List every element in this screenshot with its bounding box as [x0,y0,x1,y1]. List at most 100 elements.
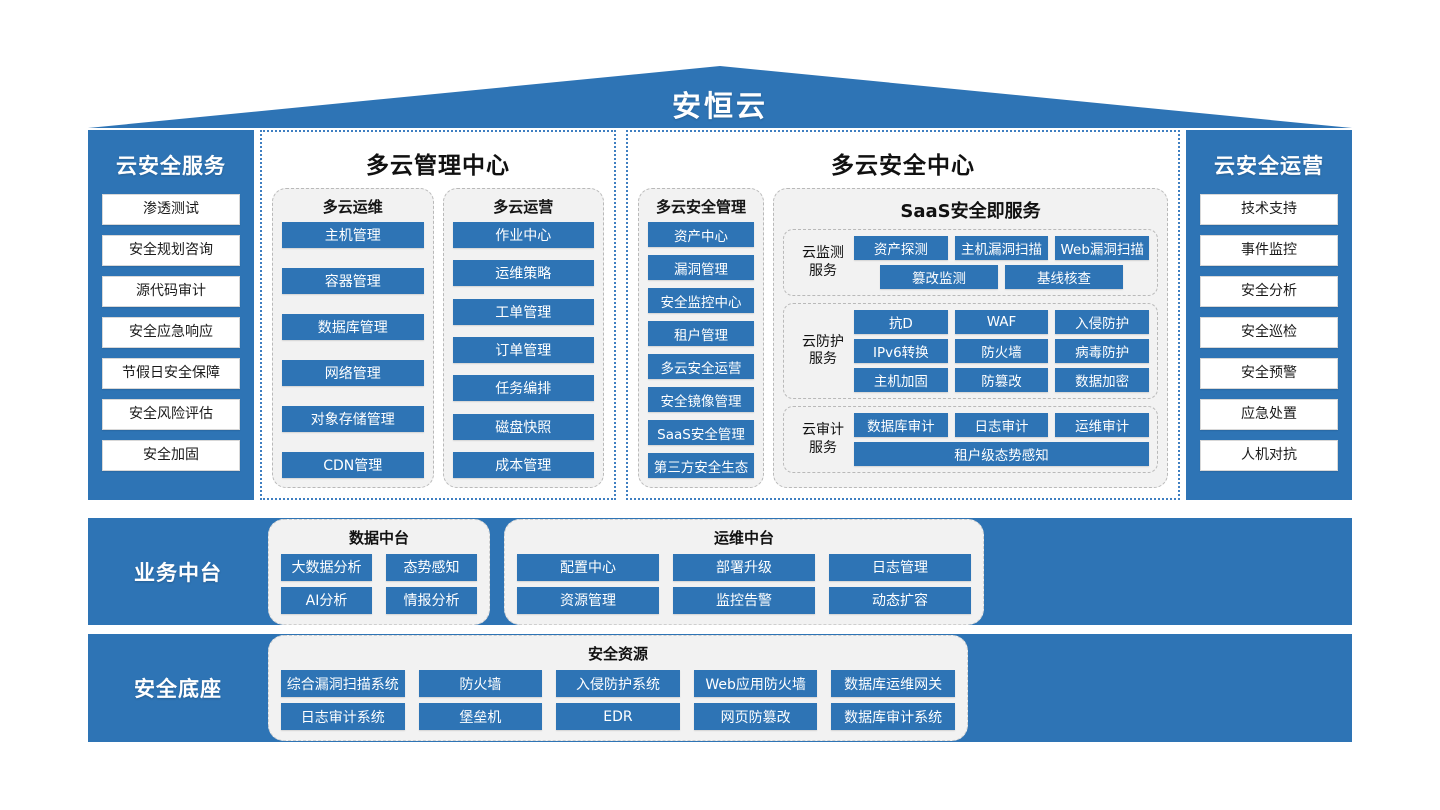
list-item[interactable]: 日志审计系统 [281,703,405,730]
list-item[interactable]: IPv6转换 [854,339,948,363]
list-item[interactable]: 租户管理 [648,321,754,346]
group-multicloud-operations: 多云运营 作业中心 运维策略 工单管理 订单管理 任务编排 磁盘快照 成本管理 [442,188,604,488]
service-label-line2: 服务 [809,439,837,456]
list-item[interactable]: 大数据分析 [281,553,372,581]
list-item[interactable]: WAF [954,310,1049,334]
list-item[interactable]: 防火墙 [418,670,543,697]
list-item[interactable]: 基线核查 [1005,265,1123,289]
list-item[interactable]: 安全监控中心 [648,288,754,313]
list-item[interactable]: 情报分析 [386,586,477,614]
list-item[interactable]: 对象存储管理 [282,406,424,432]
list-item[interactable]: 篡改监测 [880,265,998,289]
list-item[interactable]: 资产中心 [648,222,754,247]
list-item[interactable]: 磁盘快照 [452,413,594,440]
list-item[interactable]: 入侵防护系统 [556,670,680,697]
list-item[interactable]: 病毒防护 [1055,339,1150,363]
service-row-cloud-monitoring: 云监测 服务 资产探测 主机漏洞扫描 Web漏洞扫描 篡改监测 [783,229,1158,296]
list-item[interactable]: 部署升级 [673,553,815,581]
group-multicloud-security-management: 多云安全管理 资产中心 漏洞管理 安全监控中心 租户管理 多云安全运营 安全镜像… [638,188,764,488]
list-item[interactable]: 监控告警 [673,586,815,614]
list-item[interactable]: 事件监控 [1200,235,1338,266]
list-item[interactable]: 安全镜像管理 [648,387,754,412]
group-title: 多云运营 [493,198,554,216]
list-item[interactable]: 安全应急响应 [102,317,240,348]
list-item[interactable]: 防篡改 [954,368,1049,392]
cloud-security-operations-title: 云安全运营 [1214,154,1324,178]
list-item[interactable]: 配置中心 [517,553,659,581]
list-item[interactable]: 数据库管理 [282,314,424,340]
panel-row: 综合漏洞扫描系统 防火墙 入侵防护系统 Web应用防火墙 数据库运维网关 [281,670,955,697]
multicloud-security-body: 多云安全管理 资产中心 漏洞管理 安全监控中心 租户管理 多云安全运营 安全镜像… [638,188,1168,488]
panel-row: AI分析 情报分析 [281,586,477,614]
group-items: 资产中心 漏洞管理 安全监控中心 租户管理 多云安全运营 安全镜像管理 SaaS… [648,222,754,478]
list-item[interactable]: 任务编排 [452,375,594,402]
list-item[interactable]: 主机漏洞扫描 [954,236,1049,260]
list-item[interactable]: 技术支持 [1200,194,1338,225]
list-item[interactable]: 安全风险评估 [102,399,240,430]
list-item[interactable]: 堡垒机 [418,703,543,730]
group-multicloud-ops: 多云运维 主机管理 容器管理 数据库管理 网络管理 对象存储管理 CDN管理 [272,188,434,488]
panel-items: 配置中心 部署升级 日志管理 资源管理 监控告警 动态扩容 [517,553,971,614]
list-item[interactable]: 日志审计 [954,413,1049,437]
list-item[interactable]: CDN管理 [282,452,424,478]
list-item[interactable]: 运维审计 [1055,413,1150,437]
list-item[interactable]: 态势感知 [386,553,477,581]
list-item[interactable]: 安全预警 [1200,358,1338,389]
list-item[interactable]: AI分析 [281,586,372,614]
list-item[interactable]: 主机管理 [282,222,424,248]
multicloud-security-center-title: 多云安全中心 [831,153,975,179]
list-item[interactable]: 渗透测试 [102,194,240,225]
list-item[interactable]: 数据库审计 [854,413,948,437]
service-line: 资产探测 主机漏洞扫描 Web漏洞扫描 [854,236,1150,260]
list-item[interactable]: 节假日安全保障 [102,358,240,389]
list-item[interactable]: 动态扩容 [829,586,971,614]
list-item[interactable]: 第三方安全生态 [648,453,754,478]
service-row-items: 数据库审计 日志审计 运维审计 租户级态势感知 [854,413,1150,466]
list-item[interactable]: 安全加固 [102,440,240,471]
list-item[interactable]: 日志管理 [829,553,971,581]
panel-title: 安全资源 [587,645,648,663]
list-item[interactable]: 防火墙 [954,339,1049,363]
service-row-label: 云审计 服务 [792,422,854,457]
panel-items: 大数据分析 态势感知 AI分析 情报分析 [281,553,477,614]
list-item[interactable]: 资产探测 [854,236,948,260]
list-item[interactable]: 租户级态势感知 [854,442,1149,466]
list-item[interactable]: 数据加密 [1055,368,1150,392]
service-line: 篡改监测 基线核查 [854,265,1149,289]
list-item[interactable]: 网络管理 [282,360,424,386]
service-row-items: 资产探测 主机漏洞扫描 Web漏洞扫描 篡改监测 基线核查 [854,236,1150,289]
list-item[interactable]: SaaS安全管理 [648,420,754,445]
list-item[interactable]: 订单管理 [452,336,594,363]
list-item[interactable]: 数据库审计系统 [831,703,955,730]
list-item[interactable]: 人机对抗 [1200,440,1338,471]
list-item[interactable]: 网页防篡改 [693,703,818,730]
list-item[interactable]: 主机加固 [854,368,948,392]
list-item[interactable]: 入侵防护 [1055,310,1150,334]
list-item[interactable]: 资源管理 [517,586,659,614]
list-item[interactable]: EDR [556,703,680,730]
list-item[interactable]: 抗D [854,310,948,334]
group-title: 多云安全管理 [655,198,746,216]
multicloud-management-center: 多云管理中心 多云运维 主机管理 容器管理 数据库管理 网络管理 对象存储管理 … [260,130,616,500]
list-item[interactable]: Web漏洞扫描 [1055,236,1150,260]
security-base-panels: 安全资源 综合漏洞扫描系统 防火墙 入侵防护系统 Web应用防火墙 数据库运维网… [268,635,1352,741]
list-item[interactable]: 安全分析 [1200,276,1338,307]
list-item[interactable]: 综合漏洞扫描系统 [281,670,405,697]
cloud-security-service-items: 渗透测试 安全规划咨询 源代码审计 安全应急响应 节假日安全保障 安全风险评估 … [102,194,240,471]
list-item[interactable]: 工单管理 [452,298,594,325]
list-item[interactable]: 多云安全运营 [648,354,754,379]
saas-security-as-a-service: SaaS安全即服务 云监测 服务 资产探测 主机漏洞扫描 [773,188,1168,488]
list-item[interactable]: 成本管理 [452,451,594,478]
list-item[interactable]: 安全规划咨询 [102,235,240,266]
list-item[interactable]: 漏洞管理 [648,255,754,280]
list-item[interactable]: 应急处置 [1200,399,1338,430]
list-item[interactable]: 安全巡检 [1200,317,1338,348]
list-item[interactable]: 数据库运维网关 [831,670,955,697]
list-item[interactable]: Web应用防火墙 [693,670,818,697]
list-item[interactable]: 作业中心 [452,222,594,248]
panel-security-resources: 安全资源 综合漏洞扫描系统 防火墙 入侵防护系统 Web应用防火墙 数据库运维网… [268,635,968,741]
list-item[interactable]: 源代码审计 [102,276,240,307]
panel-row: 资源管理 监控告警 动态扩容 [517,586,971,614]
list-item[interactable]: 运维策略 [452,260,594,287]
list-item[interactable]: 容器管理 [282,268,424,294]
